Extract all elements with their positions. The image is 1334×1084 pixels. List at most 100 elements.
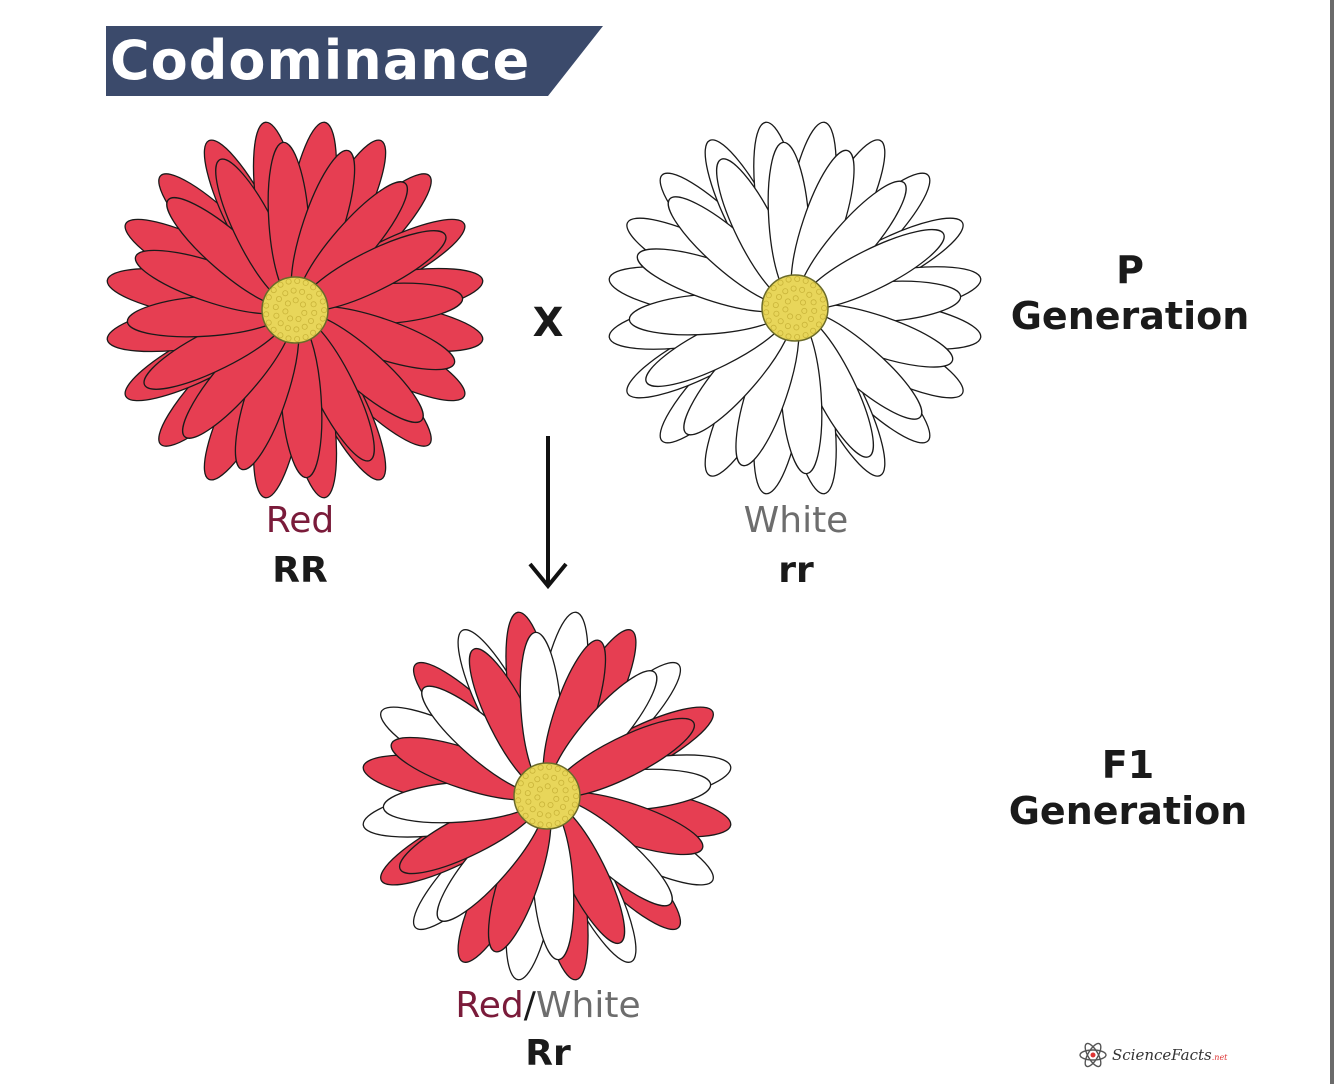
red-flower bbox=[106, 121, 484, 499]
flower-center-dot bbox=[522, 773, 529, 780]
flower-center-dot bbox=[777, 318, 784, 325]
flower-center-dot bbox=[806, 291, 813, 298]
flower-center-dot bbox=[292, 297, 299, 304]
flower-center-dot bbox=[782, 306, 789, 313]
flower-center-dot bbox=[568, 809, 575, 816]
flower-center-dot bbox=[770, 324, 777, 331]
flower-center bbox=[761, 274, 829, 342]
flower-center-dot bbox=[573, 793, 580, 800]
flower-center-dot bbox=[777, 330, 784, 337]
flower-center-dot bbox=[277, 320, 284, 327]
flower-center-dot bbox=[553, 795, 560, 802]
flower-center-dot bbox=[522, 812, 529, 819]
offspring-phenotype-white: White bbox=[535, 985, 641, 1026]
flower-center-dot bbox=[515, 797, 522, 804]
flower-center-dot bbox=[558, 779, 565, 786]
flower-center-dot bbox=[554, 820, 561, 827]
flower-center-dot bbox=[293, 326, 300, 333]
flower-center-dot bbox=[816, 321, 823, 328]
flower-center-dot bbox=[301, 323, 308, 330]
flower-center-dot bbox=[294, 335, 301, 342]
flower-center-dot bbox=[515, 788, 522, 795]
flower-center-dot bbox=[821, 305, 828, 312]
flower-center-dot bbox=[539, 801, 546, 808]
flower-center-dot bbox=[536, 811, 543, 818]
flower-center-dot bbox=[773, 310, 780, 317]
flower-center-dot bbox=[263, 302, 270, 309]
flower-center-dot bbox=[547, 802, 554, 809]
flower-center-dot bbox=[537, 821, 544, 828]
flower-center-dot bbox=[544, 783, 551, 790]
logo-suffix: .net bbox=[1211, 1053, 1228, 1062]
f1-generation-line2: Generation bbox=[1008, 789, 1248, 833]
flower-center-dot bbox=[770, 285, 777, 292]
flower-center-dot bbox=[795, 313, 802, 320]
flower-center-dot bbox=[536, 786, 543, 793]
flower-center-dot bbox=[534, 776, 541, 783]
flower-center-dot bbox=[529, 767, 536, 774]
flower-center-dot bbox=[295, 315, 302, 322]
flower-center-dot bbox=[302, 279, 309, 286]
flower-center-dot bbox=[546, 822, 553, 829]
flower-center-dot bbox=[784, 298, 791, 305]
flower-center-dot bbox=[277, 281, 284, 288]
flower-center-dot bbox=[542, 773, 549, 780]
flower-center-dot bbox=[765, 292, 772, 299]
flower-center-dot bbox=[810, 299, 817, 306]
flower-center bbox=[261, 276, 329, 344]
flower-center-dot bbox=[302, 334, 309, 341]
atom-icon bbox=[1079, 1042, 1107, 1068]
flower-center-dot bbox=[311, 309, 318, 316]
flower-center-dot bbox=[299, 301, 306, 308]
flower-center-dot bbox=[270, 326, 277, 333]
flower-center-dot bbox=[790, 285, 797, 292]
flower-center-dot bbox=[273, 312, 280, 319]
f1-generation-label: F1 Generation bbox=[998, 742, 1258, 834]
flower-center-dot bbox=[819, 296, 826, 303]
flower-center-dot bbox=[307, 317, 314, 324]
cross-arrow bbox=[528, 436, 568, 590]
flower-center-dot bbox=[301, 309, 308, 316]
sciencefacts-logo: ScienceFacts.net bbox=[1078, 1040, 1227, 1070]
flower-center-dot bbox=[792, 295, 799, 302]
flower-center-dot bbox=[811, 307, 818, 314]
flower-center-dot bbox=[272, 304, 279, 311]
flower-center-dot bbox=[563, 795, 570, 802]
flower-center-dot bbox=[810, 327, 817, 334]
red-white-flower bbox=[362, 611, 732, 981]
flower-center-dot bbox=[785, 276, 792, 283]
flower-center-dot bbox=[525, 798, 532, 805]
flower-center-dot bbox=[794, 333, 801, 340]
white-flower bbox=[608, 121, 982, 495]
flower-center-dot bbox=[524, 790, 531, 797]
flower-center-dot bbox=[316, 290, 323, 297]
flower-center-dot bbox=[777, 279, 784, 286]
flower-center-dot bbox=[299, 288, 306, 295]
flower-center-dot bbox=[287, 315, 294, 322]
flower-center-dot bbox=[517, 780, 524, 787]
flower-center-dot bbox=[571, 801, 578, 808]
flower-center-dot bbox=[765, 317, 772, 324]
flower-center-dot bbox=[275, 295, 282, 302]
title-banner bbox=[106, 26, 603, 96]
flower-center-dot bbox=[801, 307, 808, 314]
flower-center-dot bbox=[529, 818, 536, 825]
flower-center-dot bbox=[562, 770, 569, 777]
flower-center-dot bbox=[772, 302, 779, 309]
offspring-phenotype-separator: / bbox=[523, 985, 536, 1026]
flower-center-dot bbox=[310, 329, 317, 336]
flower-center-dot bbox=[277, 332, 284, 339]
flower-center-dot bbox=[810, 282, 817, 289]
flower-center-dot bbox=[265, 319, 272, 326]
flower-center-dot bbox=[782, 288, 789, 295]
flower-center-dot bbox=[319, 315, 326, 322]
offspring-phenotype-label: Red/White bbox=[398, 985, 698, 1026]
flower-center-dot bbox=[800, 299, 807, 306]
flower-center-dot bbox=[799, 286, 806, 293]
flower-center-dot bbox=[802, 332, 809, 339]
flower-center-dot bbox=[284, 325, 291, 332]
f1-generation-line1: F1 bbox=[1101, 743, 1155, 787]
flower-center-dot bbox=[319, 298, 326, 305]
